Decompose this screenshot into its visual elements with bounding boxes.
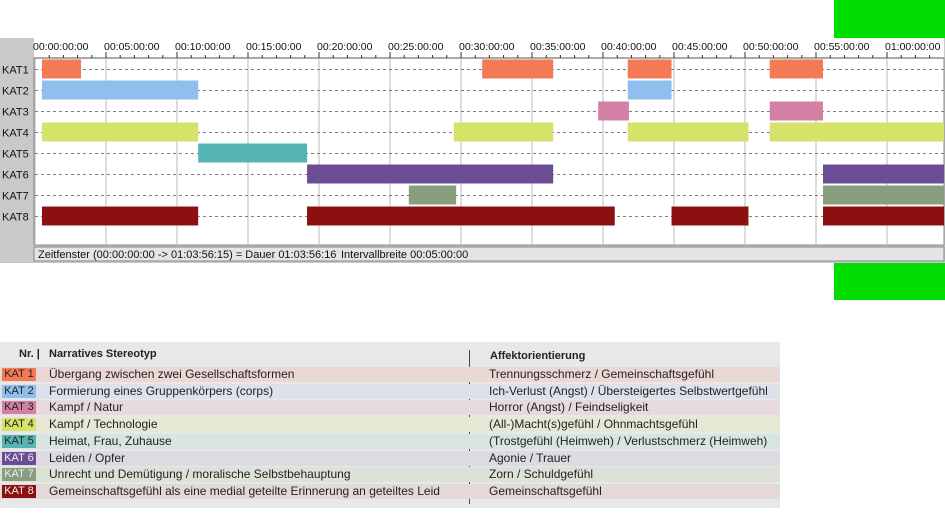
- status-bar: [33, 246, 945, 262]
- green-marker-top: [834, 0, 945, 38]
- tick-label: 00:10:00:00: [175, 41, 231, 53]
- tick-label: 00:00:00:00: [33, 41, 89, 53]
- timeline-segment: [627, 59, 672, 79]
- legend-row: KAT 8 Gemeinschaftsgefühl als eine medial…: [0, 483, 780, 499]
- timeline-segment: [823, 206, 944, 226]
- legend-header-nr: Nr. |: [19, 348, 40, 360]
- timeline-segment: [307, 164, 554, 184]
- category-label: KAT6: [2, 170, 29, 182]
- tick-label: 00:05:00:00: [104, 41, 160, 53]
- category-label: KAT3: [2, 107, 29, 119]
- green-marker-bottom: [834, 263, 945, 300]
- timeline-segment: [307, 206, 615, 226]
- timeline-segment: [482, 59, 554, 79]
- legend-stereotyp: Unrecht und Demütigung / moralische Selb…: [49, 467, 351, 482]
- legend-category-badge: KAT 7: [2, 468, 36, 482]
- category-label: KAT8: [2, 212, 29, 224]
- tick-label: 01:00:00:00: [885, 41, 941, 53]
- timeline-segment: [598, 101, 629, 121]
- legend-stereotyp: Gemeinschaftsgefühl als eine medial gete…: [49, 483, 440, 498]
- legend-affekt: (Trostgefühl (Heimweh) / Verlustschmerz …: [489, 433, 768, 448]
- time-ruler: [34, 38, 944, 58]
- legend-affekt: Gemeinschaftsgefühl: [489, 483, 602, 498]
- timeline-segment: [823, 185, 944, 205]
- legend-category-badge: KAT 2: [2, 384, 36, 398]
- tick-label: 00:20:00:00: [317, 41, 373, 53]
- timeline-segment: [408, 185, 457, 205]
- legend-row: KAT 5 Heimat, Frau, Zuhause (Trostgefühl (…: [0, 433, 780, 449]
- legend-header-stereotyp: Narratives Stereotyp: [49, 348, 157, 360]
- legend-stereotyp: Kampf / Natur: [49, 400, 124, 415]
- legend-stereotyp: Heimat, Frau, Zuhause: [49, 433, 172, 448]
- tick-label: 00:30:00:00: [459, 41, 515, 53]
- status-window-text: Zeitfenster (00:00:00:00 -> 01:03:56:15)…: [38, 249, 336, 261]
- legend-affekt: (All-)Macht(s)gefühl / Ohnmachtsgefühl: [489, 417, 698, 432]
- legend-row: KAT 7 Unrecht und Demütigung / moralische…: [0, 467, 780, 483]
- timeline-segment: [769, 122, 944, 142]
- timeline-segment: [42, 80, 199, 100]
- tick-label: 00:15:00:00: [246, 41, 302, 53]
- legend-affekt: Trennungsschmerz / Gemeinschaftsgefühl: [489, 367, 714, 381]
- timeline-segment: [42, 59, 82, 79]
- timeline-segment: [823, 164, 944, 184]
- category-label: KAT2: [2, 86, 29, 98]
- category-label: KAT4: [2, 128, 29, 140]
- legend-category-badge: KAT 3: [2, 401, 36, 415]
- legend-affekt: Agonie / Trauer: [489, 450, 572, 465]
- tick-label: 00:45:00:00: [672, 41, 728, 53]
- timeline-svg: 00:00:00:00 00:05:00:00 00:10:00:00 00:15:0…: [2, 38, 945, 262]
- legend-stereotyp: Formierung eines Gruppenkörpers (corps): [49, 383, 274, 398]
- legend-stereotyp: Übergang zwischen zwei Gesellschaftsform…: [49, 367, 295, 381]
- legend-category-badge: KAT 8: [2, 484, 36, 498]
- legend-category-badge: KAT 1: [2, 368, 36, 381]
- status-interval-text: Intervallbreite 00:05:00:00: [341, 249, 468, 261]
- legend-header-affekt: Affektorientierung: [490, 350, 586, 362]
- timeline-segment: [198, 143, 308, 163]
- legend-stereotyp: Leiden / Opfer: [49, 450, 126, 465]
- legend-category-badge: KAT 6: [2, 451, 36, 465]
- legend-row: KAT 4 Kampf / Technologie (All-)Macht(s)ge…: [0, 417, 780, 433]
- category-legend: Nr. | Narratives Stereotyp Affektorienti…: [0, 342, 780, 508]
- legend-row: KAT 3 Kampf / Natur Horror (Angst) / Feind…: [0, 400, 780, 416]
- tick-label: 00:35:00:00: [530, 41, 586, 53]
- tick-label: 00:40:00:00: [601, 41, 657, 53]
- timeline-segment: [671, 206, 749, 226]
- timeline-segment: [627, 80, 672, 100]
- legend-affekt: Horror (Angst) / Feindseligkeit: [489, 400, 649, 415]
- legend-row: KAT 2 Formierung eines Gruppenkörpers (co…: [0, 383, 780, 399]
- timeline-segment: [42, 122, 199, 142]
- tick-label: 00:50:00:00: [743, 41, 799, 53]
- legend-category-badge: KAT 4: [2, 418, 36, 432]
- legend-affekt: Zorn / Schuldgefühl: [489, 467, 594, 482]
- legend-affekt: Ich-Verlust (Angst) / Übersteigertes Sel…: [489, 383, 768, 398]
- tick-label: 00:55:00:00: [814, 41, 870, 53]
- category-label: KAT1: [2, 65, 29, 77]
- category-label: KAT5: [2, 149, 29, 161]
- tick-label: 00:25:00:00: [388, 41, 444, 53]
- legend-row: KAT 1 Übergang zwischen zwei Gesellschaft…: [0, 367, 780, 382]
- timeline-segment: [769, 59, 823, 79]
- timeline-segment: [627, 122, 749, 142]
- legend-category-badge: KAT 5: [2, 434, 36, 448]
- legend-row: KAT 6 Leiden / Opfer Agonie / Trauer: [0, 450, 780, 466]
- legend-stereotyp: Kampf / Technologie: [49, 417, 158, 432]
- timeline-segment: [42, 206, 199, 226]
- category-label: KAT7: [2, 191, 29, 203]
- timeline-chart: 00:00:00:00 00:05:00:00 00:10:00:00 00:15:0…: [0, 38, 945, 263]
- timeline-segment: [453, 122, 554, 142]
- timeline-segment: [769, 101, 823, 121]
